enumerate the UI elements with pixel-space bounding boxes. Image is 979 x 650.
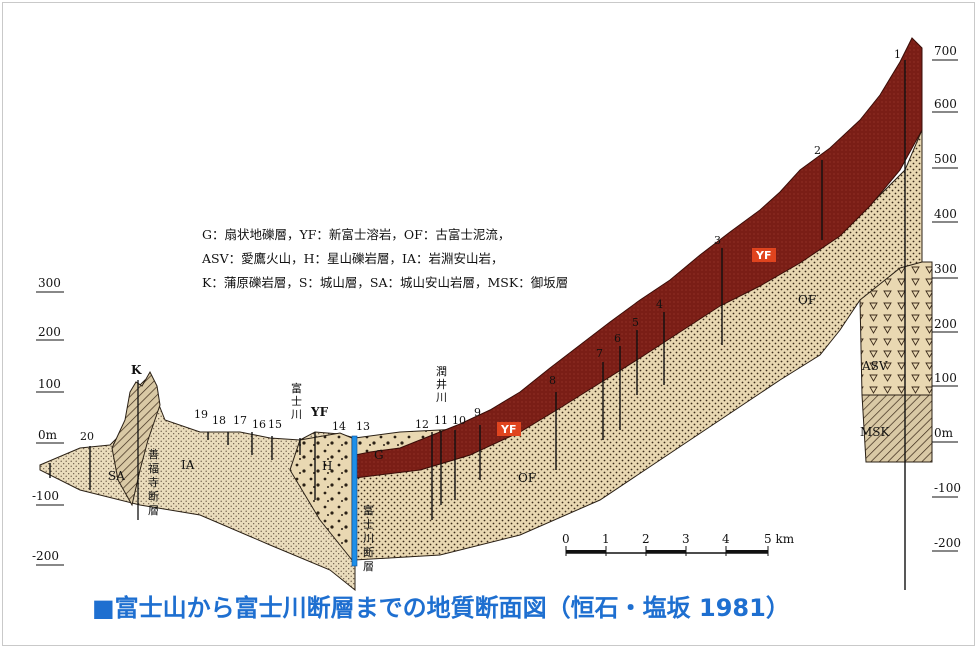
right-axis-100: 100 <box>934 371 957 385</box>
borehole-label-1: 1 <box>894 48 901 61</box>
unit-label-of-upper: OF <box>798 293 816 307</box>
vertical-labels: 富士川 潤井川 善福寺断層 富士川断層 <box>148 365 447 573</box>
scale-tick-1: 1 <box>602 532 610 546</box>
unit-label-yf-small: YF <box>310 405 329 419</box>
left-axis-100: 100 <box>38 377 61 391</box>
fujikawa-river-label: 富士川 <box>291 381 302 421</box>
right-axis-400: 400 <box>934 207 957 221</box>
borehole-label-15: 15 <box>268 418 282 431</box>
left-axis-200: 200 <box>38 325 61 339</box>
borehole-label-20: 20 <box>80 430 94 443</box>
unit-label-g: G <box>374 448 384 462</box>
uruii-river-label: 潤井川 <box>436 365 447 404</box>
yf-label-bg-upper <box>752 248 776 262</box>
left-axis-300: 300 <box>38 276 61 290</box>
scale-tick-4: 4 <box>722 532 730 546</box>
right-axis-300: 300 <box>934 262 957 276</box>
yf-label-bg-lower <box>497 422 521 436</box>
right-axis-700: 700 <box>934 44 957 58</box>
fujikawa-fault-label: 富士川断層 <box>363 503 374 573</box>
borehole-label-6: 6 <box>614 332 621 345</box>
borehole-labels: 1 2 3 4 5 6 7 8 9 10 11 12 13 14 15 16 1… <box>80 48 901 443</box>
borehole-label-2: 2 <box>814 144 821 157</box>
right-axis-500: 500 <box>934 152 957 166</box>
zenpukuji-fault-label: 善福寺断層 <box>148 447 159 517</box>
fujikawa-fault-line <box>351 435 358 567</box>
scale-tick-3: 3 <box>682 532 690 546</box>
yf-label-lower: YF <box>500 423 516 436</box>
unit-yf-body <box>354 37 923 479</box>
right-axis-neg100: -100 <box>934 481 961 495</box>
borehole-label-8: 8 <box>549 374 556 387</box>
unit-label-ia: IA <box>181 458 195 472</box>
borehole-label-9: 9 <box>474 406 481 419</box>
legend-line-1: G：扇状地礫層，YF：新富士溶岩，OF：古富士泥流， <box>202 227 510 242</box>
borehole-label-11: 11 <box>434 414 448 427</box>
figure-title: ■富士山から富士川断層までの地質断面図（恒石・塩坂 1981） <box>92 594 790 622</box>
borehole-label-13: 13 <box>356 420 370 433</box>
borehole-label-12: 12 <box>415 418 429 431</box>
unit-label-of-lower: OF <box>518 471 536 485</box>
yf-label-upper: YF <box>755 249 771 262</box>
unit-label-asv: ASV <box>861 359 888 373</box>
borehole-lines <box>49 60 906 590</box>
scale-bar: 0 1 2 3 4 5 km <box>562 532 795 556</box>
left-axis-neg100: -100 <box>32 489 59 503</box>
borehole-label-14: 14 <box>332 420 346 433</box>
unit-labels: K SA IA H G OF OF ASV MSK YF <box>108 293 891 485</box>
legend: G：扇状地礫層，YF：新富士溶岩，OF：古富士泥流， ASV：愛鷹火山，H：星山… <box>201 227 568 290</box>
borehole-label-17: 17 <box>233 414 247 427</box>
left-axis-neg200: -200 <box>32 549 59 563</box>
borehole-label-18: 18 <box>212 414 226 427</box>
unit-label-h: H <box>322 459 332 473</box>
borehole-label-7: 7 <box>596 347 603 360</box>
unit-msk-block <box>861 394 933 463</box>
scale-tick-2: 2 <box>642 532 650 546</box>
unit-label-k-top: K <box>131 363 142 377</box>
scale-tick-0: 0 <box>562 532 570 546</box>
borehole-label-19: 19 <box>194 408 208 421</box>
unit-label-msk: MSK <box>860 425 891 439</box>
left-axis: 300 200 100 0m -100 -200 <box>32 276 64 566</box>
right-axis: 700 600 500 400 300 200 100 0m -100 -200 <box>932 44 961 552</box>
borehole-label-3: 3 <box>714 234 721 247</box>
borehole-label-16: 16 <box>252 418 266 431</box>
scale-tick-5: 5 km <box>764 532 795 546</box>
left-axis-0m: 0m <box>38 428 58 442</box>
right-axis-200: 200 <box>934 317 957 331</box>
right-axis-600: 600 <box>934 97 957 111</box>
right-axis-neg200: -200 <box>934 536 961 550</box>
unit-label-sa: SA <box>108 469 125 483</box>
right-axis-0m: 0m <box>934 426 954 440</box>
unit-k-block <box>111 370 161 507</box>
borehole-label-4: 4 <box>656 298 663 311</box>
yf-highlight-labels: YF YF <box>497 248 776 436</box>
borehole-label-5: 5 <box>632 316 639 329</box>
legend-line-2: ASV：愛鷹火山，H：星山礫岩層，IA：岩淵安山岩， <box>201 251 503 266</box>
legend-line-3: K：蒲原礫岩層，S：城山層，SA：城山安山岩層，MSK：御坂層 <box>202 275 568 290</box>
borehole-label-10: 10 <box>452 414 466 427</box>
